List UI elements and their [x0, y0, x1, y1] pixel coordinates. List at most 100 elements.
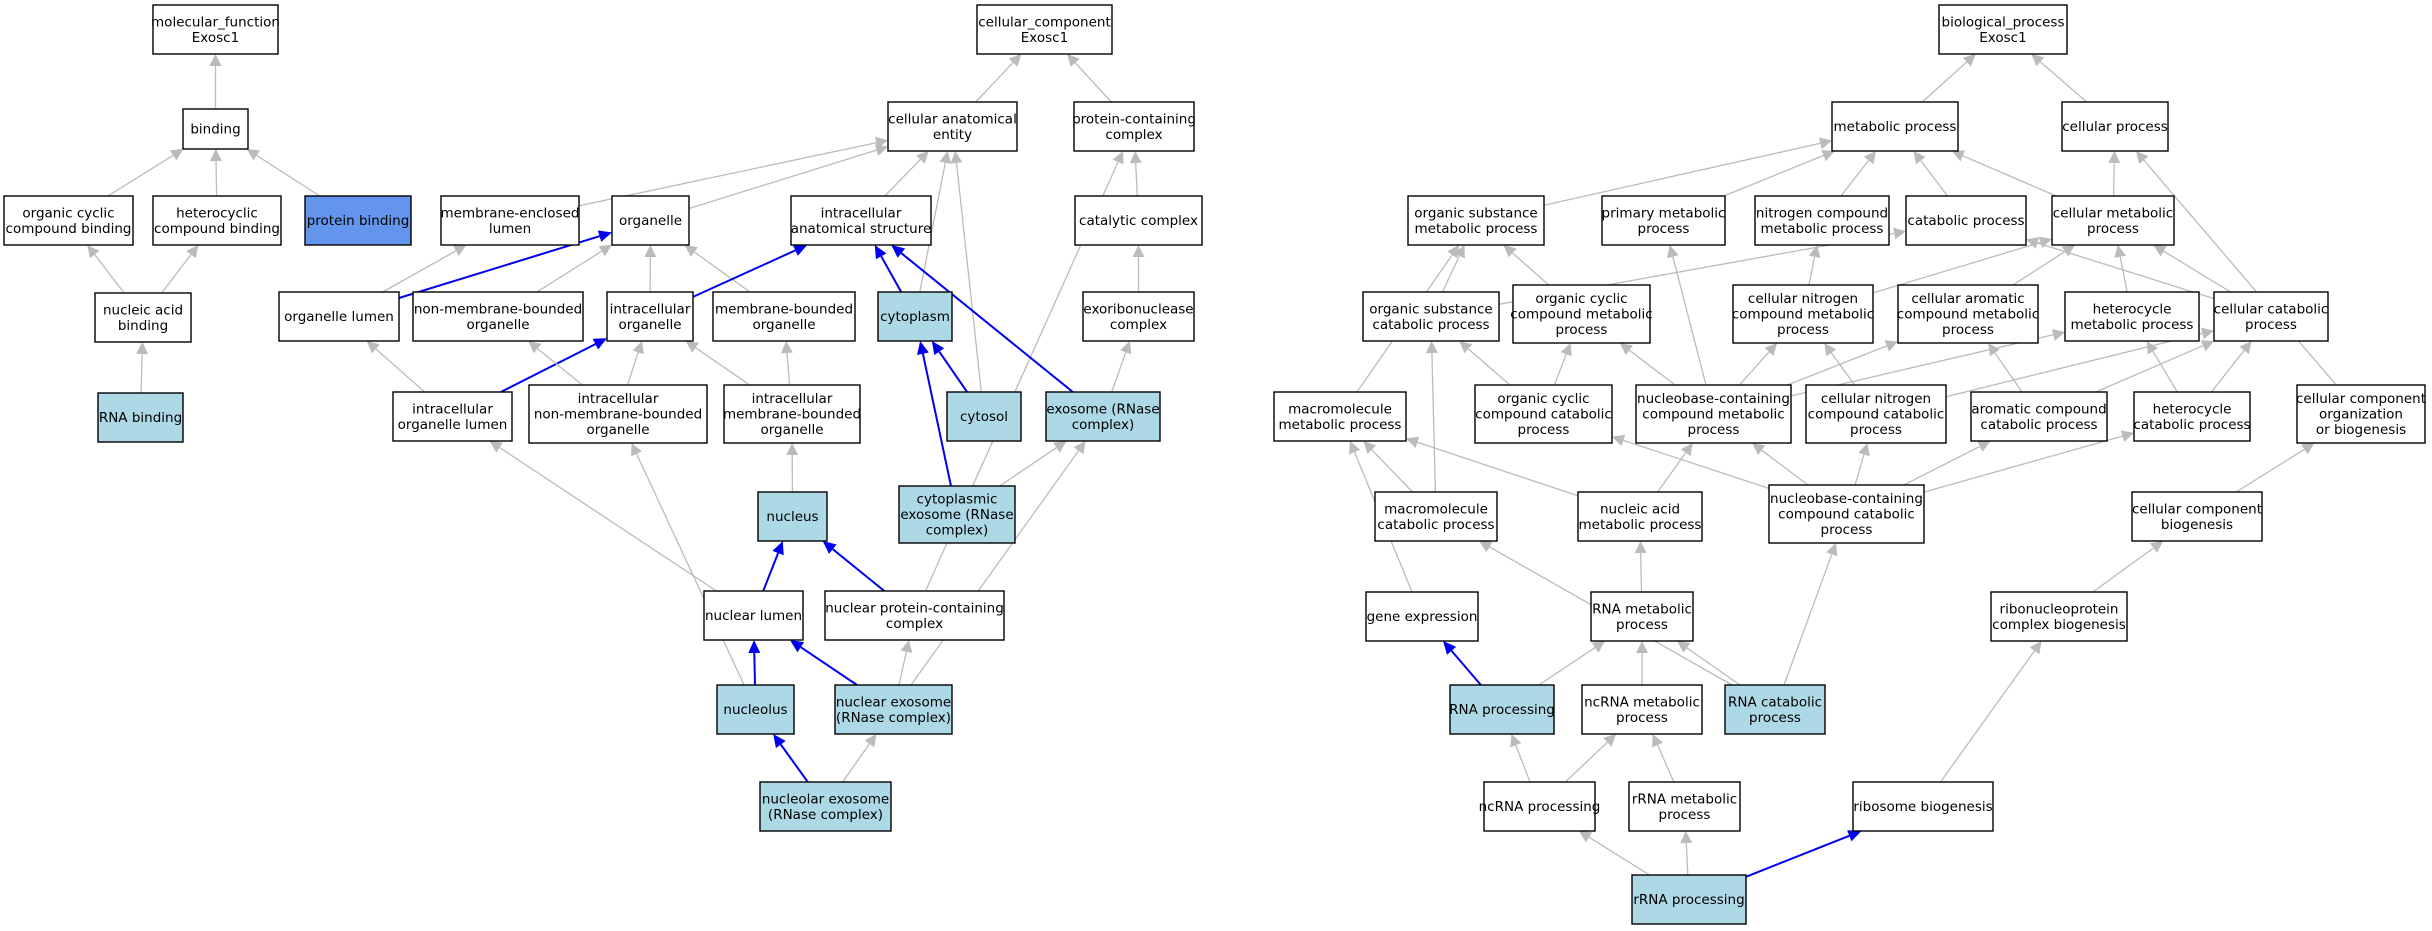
arrowhead-icon — [773, 734, 786, 749]
edge-nucleobase_containing_compound_metabolic_process-to-organic_cyclic_compound_metabolic_process — [1619, 343, 1676, 386]
arrowhead-icon — [528, 341, 542, 354]
edge-line — [1994, 352, 2023, 393]
go-term-nuclear-lumen[interactable]: nuclear lumen — [703, 590, 804, 641]
term-label: nucleobase-containing — [1637, 391, 1790, 407]
go-term-organelle[interactable]: organelle — [611, 195, 690, 246]
edge-nucleobase_containing_compound_metabolic_process-to-cellular_nitrogen_compound_metabolic_process — [1739, 343, 1777, 386]
go-term-nucleolar-exosome[interactable]: nucleolar exosome(RNase complex) — [759, 781, 892, 832]
go-term-cytoplasm[interactable]: cytoplasm — [877, 291, 953, 342]
term-label: membrane-bounded — [715, 301, 853, 317]
go-term-binding[interactable]: binding — [182, 108, 249, 150]
term-label: organic cyclic — [1535, 291, 1627, 307]
term-box — [1374, 491, 1498, 542]
go-term-intracellular-non-membrane-bounded-organelle[interactable]: intracellularnon-membrane-boundedorganel… — [528, 384, 708, 444]
edge-macromolecule_catabolic_process-to-organic_substance_catabolic_process — [1425, 341, 1438, 493]
go-term-cytosol[interactable]: cytosol — [946, 391, 1022, 442]
edge-rrna_processing-to-ribosome_biogenesis — [1745, 830, 1862, 878]
edge-cellular_aromatic_compound_metabolic_process-to-cellular_metabolic_process — [2012, 245, 2075, 286]
go-term-rrna-processing[interactable]: rRNA processing — [1631, 874, 1747, 925]
edge-line — [1657, 744, 1675, 783]
term-label: Exosc1 — [1021, 30, 1068, 46]
edge-line — [1512, 252, 1550, 286]
go-term-catalytic-complex[interactable]: catalytic complex — [1074, 195, 1203, 246]
go-term-nucleus[interactable]: nucleus — [757, 491, 828, 542]
go-term-protein-binding[interactable]: protein binding — [304, 195, 412, 246]
go-term-organelle-lumen[interactable]: organelle lumen — [278, 291, 400, 342]
term-label: compound metabolic — [1897, 307, 2039, 323]
go-term-cellular-process[interactable]: cellular process — [2061, 101, 2169, 152]
go-term-nucleolus[interactable]: nucleolus — [716, 684, 795, 735]
arrowhead-icon — [1503, 245, 1517, 258]
term-label: metabolic process — [1579, 517, 1702, 533]
arrowhead-icon — [1612, 434, 1626, 447]
go-term-rna-binding[interactable]: RNA binding — [97, 392, 184, 443]
edge-metabolic_process-to-bp_root — [1921, 54, 1976, 103]
edge-line — [2163, 250, 2232, 293]
arrowhead-icon — [644, 245, 657, 257]
term-label: Exosc1 — [1979, 30, 2026, 46]
edge-nucleobase_containing_compound_catabolic_process-to-organic_cyclic_compound_catabolic_process — [1612, 434, 1770, 490]
go-term-rna-processing[interactable]: RNA processing — [1449, 684, 1555, 735]
term-label: cellular anatomical — [888, 111, 1017, 127]
edge-intracellular_membrane_bounded_organelle-to-membrane_bounded_organelle — [781, 341, 793, 386]
go-term-gene-expression[interactable]: gene expression — [1365, 591, 1479, 642]
arrowhead-icon — [1406, 436, 1420, 448]
go-term-ncrna-processing[interactable]: ncRNA processing — [1479, 781, 1601, 832]
arrowhead-icon — [2026, 237, 2040, 249]
term-label: gene expression — [1367, 609, 1478, 625]
edge-line — [786, 352, 791, 386]
go-term-catabolic-process[interactable]: catabolic process — [1905, 195, 2027, 246]
term-box — [182, 108, 249, 150]
go-term-nuclear-exosome[interactable]: nuclear exosome(RNase complex) — [834, 684, 953, 735]
edge-nucleobase_containing_compound_catabolic_process-to-nucleobase_containing_compound_metabolic_process — [1752, 443, 1809, 486]
go-term-ribosome-biogenesis[interactable]: ribosome biogenesis — [1852, 781, 1994, 832]
go-term-metabolic-process[interactable]: metabolic process — [1831, 101, 1959, 152]
term-label: RNA processing — [1449, 702, 1555, 718]
